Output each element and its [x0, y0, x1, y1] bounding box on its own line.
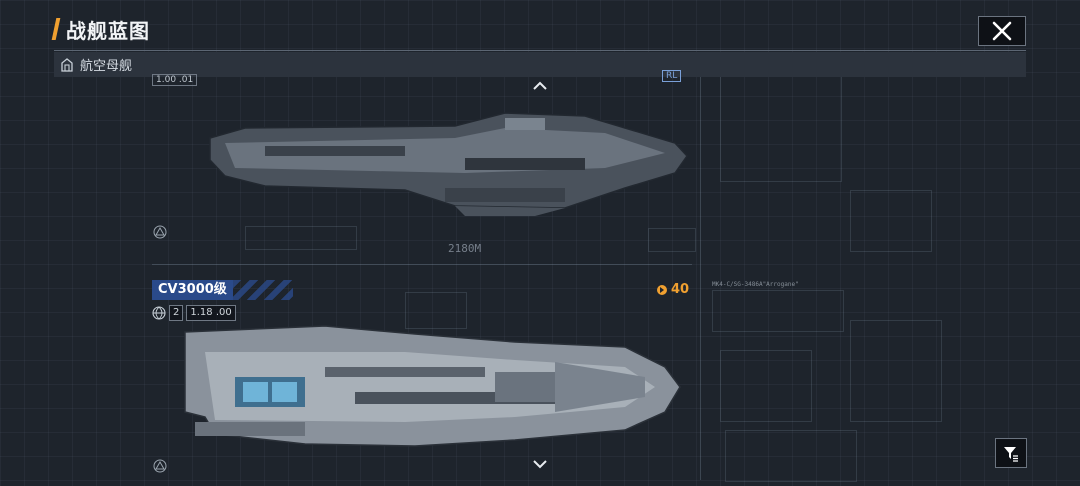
ship-version: 1.18 .00: [186, 305, 236, 321]
blueprint-dimension-label: 2180M: [448, 242, 482, 255]
blueprint-sketch: [850, 190, 932, 252]
chevron-down-icon[interactable]: [531, 458, 549, 470]
ship-power: 40: [656, 282, 689, 297]
filter-button[interactable]: [995, 438, 1027, 468]
previous-ship-tag: RL: [662, 70, 682, 82]
close-button[interactable]: [978, 16, 1026, 46]
globe-icon: [152, 306, 166, 320]
triangle-marker-icon: [153, 459, 167, 473]
blueprint-sketch: [648, 228, 696, 252]
blueprint-sketch: [405, 292, 467, 329]
blueprint-sketch: [720, 350, 812, 422]
blueprint-sketch: [850, 320, 942, 422]
blueprint-sketch: [245, 226, 357, 250]
page-title: 战舰蓝图: [66, 18, 150, 43]
current-ship-image[interactable]: [175, 322, 685, 452]
category-bar: 航空母舰: [54, 52, 1026, 77]
chevron-up-icon[interactable]: [531, 80, 549, 92]
blueprint-spec-label: MK4-C/SG-3486A"Arrogane": [712, 281, 799, 288]
close-icon: [992, 21, 1012, 41]
filter-icon: [1004, 447, 1018, 462]
triangle-marker-icon: [153, 225, 167, 239]
blueprint-divider: [152, 264, 692, 265]
ship-name-stripes: [232, 280, 293, 300]
blueprint-sketch: [720, 70, 842, 182]
blueprint-divider: [700, 70, 701, 480]
blueprint-sketch: [725, 430, 857, 482]
power-icon: [657, 284, 667, 295]
ship-name: CV3000级: [152, 280, 233, 300]
category-label: 航空母舰: [80, 59, 133, 74]
header-divider: [54, 50, 1026, 51]
hangar-icon: [61, 57, 73, 72]
ship-slot: 2: [169, 305, 184, 321]
ship-power-value: 40: [671, 282, 690, 297]
previous-ship-image[interactable]: [205, 98, 690, 218]
previous-ship-info: 1.00 .01: [152, 74, 198, 86]
ship-info-row: 2 1.18 .00: [152, 305, 236, 321]
page-header: 战舰蓝图: [51, 14, 150, 44]
blueprint-sketch: [712, 290, 844, 332]
ship-name-row: CV3000级: [152, 280, 293, 300]
